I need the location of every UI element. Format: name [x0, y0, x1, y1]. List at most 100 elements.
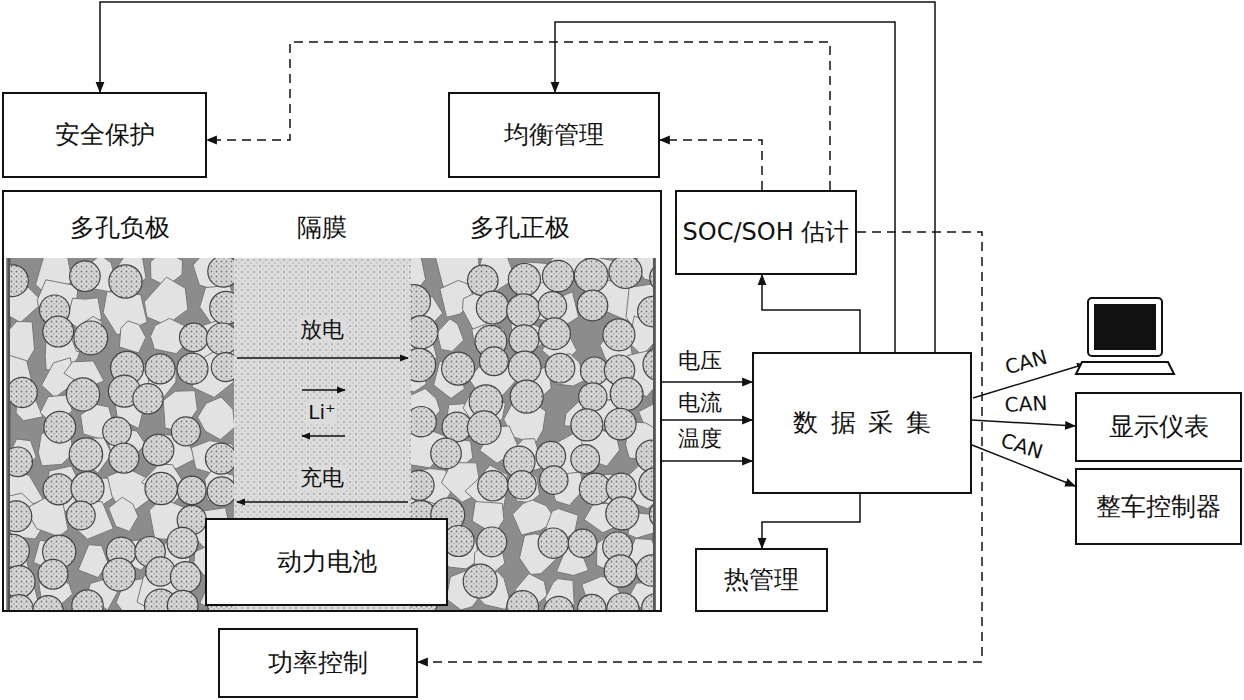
box-text: 数据采集 — [793, 408, 943, 438]
conductive-particle — [607, 593, 639, 610]
connector — [662, 381, 752, 383]
conductive-particle — [43, 474, 74, 505]
conductive-particle — [606, 497, 639, 530]
region-heading: 多孔正极 — [468, 213, 572, 243]
active-particle — [109, 497, 139, 531]
conductive-particle — [10, 377, 37, 407]
conductive-particle — [431, 438, 462, 469]
conductive-particle — [478, 471, 508, 501]
conductive-particle — [10, 265, 28, 297]
process-box: 功率控制 — [218, 628, 418, 698]
conductive-particle — [636, 555, 653, 586]
process-box: 热管理 — [695, 548, 828, 612]
conductive-particle — [33, 596, 63, 610]
conductive-particle — [180, 323, 209, 352]
conductive-particle — [508, 264, 540, 296]
box-text: SOC/SOH 估计 — [683, 218, 850, 247]
conductive-particle — [543, 260, 574, 291]
conductive-particle — [69, 438, 102, 471]
dashed-connector — [660, 140, 762, 190]
conductive-particle — [205, 443, 234, 474]
active-particle — [437, 319, 464, 352]
box-text: 安全保护 — [55, 120, 155, 150]
conductive-particle — [643, 348, 653, 381]
conductive-particle — [71, 472, 104, 505]
conductive-particle — [508, 351, 541, 384]
conductive-particle — [609, 258, 642, 289]
conductive-particle — [476, 291, 509, 324]
active-particle — [144, 277, 188, 325]
connector — [972, 420, 1075, 426]
conductive-particle — [74, 321, 108, 355]
conductive-particle — [178, 476, 207, 505]
connector — [555, 22, 895, 352]
box-text: 整车控制器 — [1096, 492, 1221, 522]
conductive-particle — [171, 417, 200, 446]
connector — [762, 275, 860, 352]
process-box: 安全保护 — [2, 92, 207, 178]
conductive-particle — [571, 445, 600, 474]
signal-label: CAN — [996, 427, 1048, 464]
conductive-particle — [411, 316, 438, 349]
conductive-particle — [538, 528, 568, 558]
process-box: 整车控制器 — [1075, 468, 1242, 545]
conductive-particle — [109, 265, 142, 298]
signal-label: 温度 — [676, 426, 724, 452]
conductive-particle — [211, 353, 234, 382]
signal-label: CAN — [1002, 391, 1050, 417]
process-box: 数据采集 — [752, 352, 972, 494]
box-text: 功率控制 — [268, 648, 368, 678]
conductive-particle — [44, 411, 76, 443]
conductive-particle — [109, 443, 139, 473]
conductive-particle — [167, 590, 198, 610]
conductive-particle — [605, 408, 637, 440]
conductive-particle — [578, 594, 606, 610]
connector — [662, 419, 752, 421]
conductive-particle — [540, 466, 568, 494]
conductive-particle — [70, 261, 101, 292]
discharge-arrow — [237, 357, 408, 359]
conductive-particle — [208, 258, 234, 287]
conductive-particle — [103, 558, 136, 591]
conductive-particle — [649, 500, 653, 528]
dashed-connector — [418, 232, 982, 662]
conductive-particle — [510, 380, 543, 413]
electrode-ground — [6, 258, 656, 610]
process-box: SOC/SOH 估计 — [675, 190, 857, 275]
active-particle — [119, 321, 145, 353]
conductive-particle — [66, 378, 99, 411]
conductive-particle — [568, 529, 596, 557]
conductive-particle — [411, 470, 434, 500]
conductive-particle — [72, 590, 103, 610]
conductive-particle — [145, 472, 177, 504]
conductive-particle — [10, 534, 29, 567]
conductive-particle — [574, 259, 608, 293]
bus-label: CAN — [1000, 344, 1051, 380]
region-heading: 隔膜 — [295, 213, 349, 243]
region-heading: 多孔负极 — [68, 213, 172, 243]
connector — [100, 2, 935, 352]
ion-arrow — [302, 389, 345, 391]
conductive-particle — [170, 562, 201, 593]
conductive-particle — [10, 501, 32, 532]
conductive-particle — [539, 318, 571, 350]
box-text: 显示仪表 — [1109, 412, 1209, 442]
conductive-particle — [463, 564, 497, 598]
conductive-particle — [167, 527, 198, 558]
process-box: 显示仪表 — [1075, 392, 1242, 462]
conductive-particle — [508, 471, 536, 499]
conductive-particle — [467, 411, 501, 445]
computer-icon — [1076, 298, 1174, 374]
conductive-particle — [206, 323, 234, 355]
ion-arrow — [302, 435, 345, 437]
conductive-particle — [10, 447, 32, 477]
conductive-particle — [411, 348, 436, 381]
conductive-particle — [636, 440, 653, 472]
conductive-particle — [507, 591, 539, 610]
process-box: 均衡管理 — [448, 92, 660, 178]
charge-arrow — [237, 501, 408, 503]
connector — [662, 460, 752, 462]
conductive-particle — [577, 290, 608, 321]
